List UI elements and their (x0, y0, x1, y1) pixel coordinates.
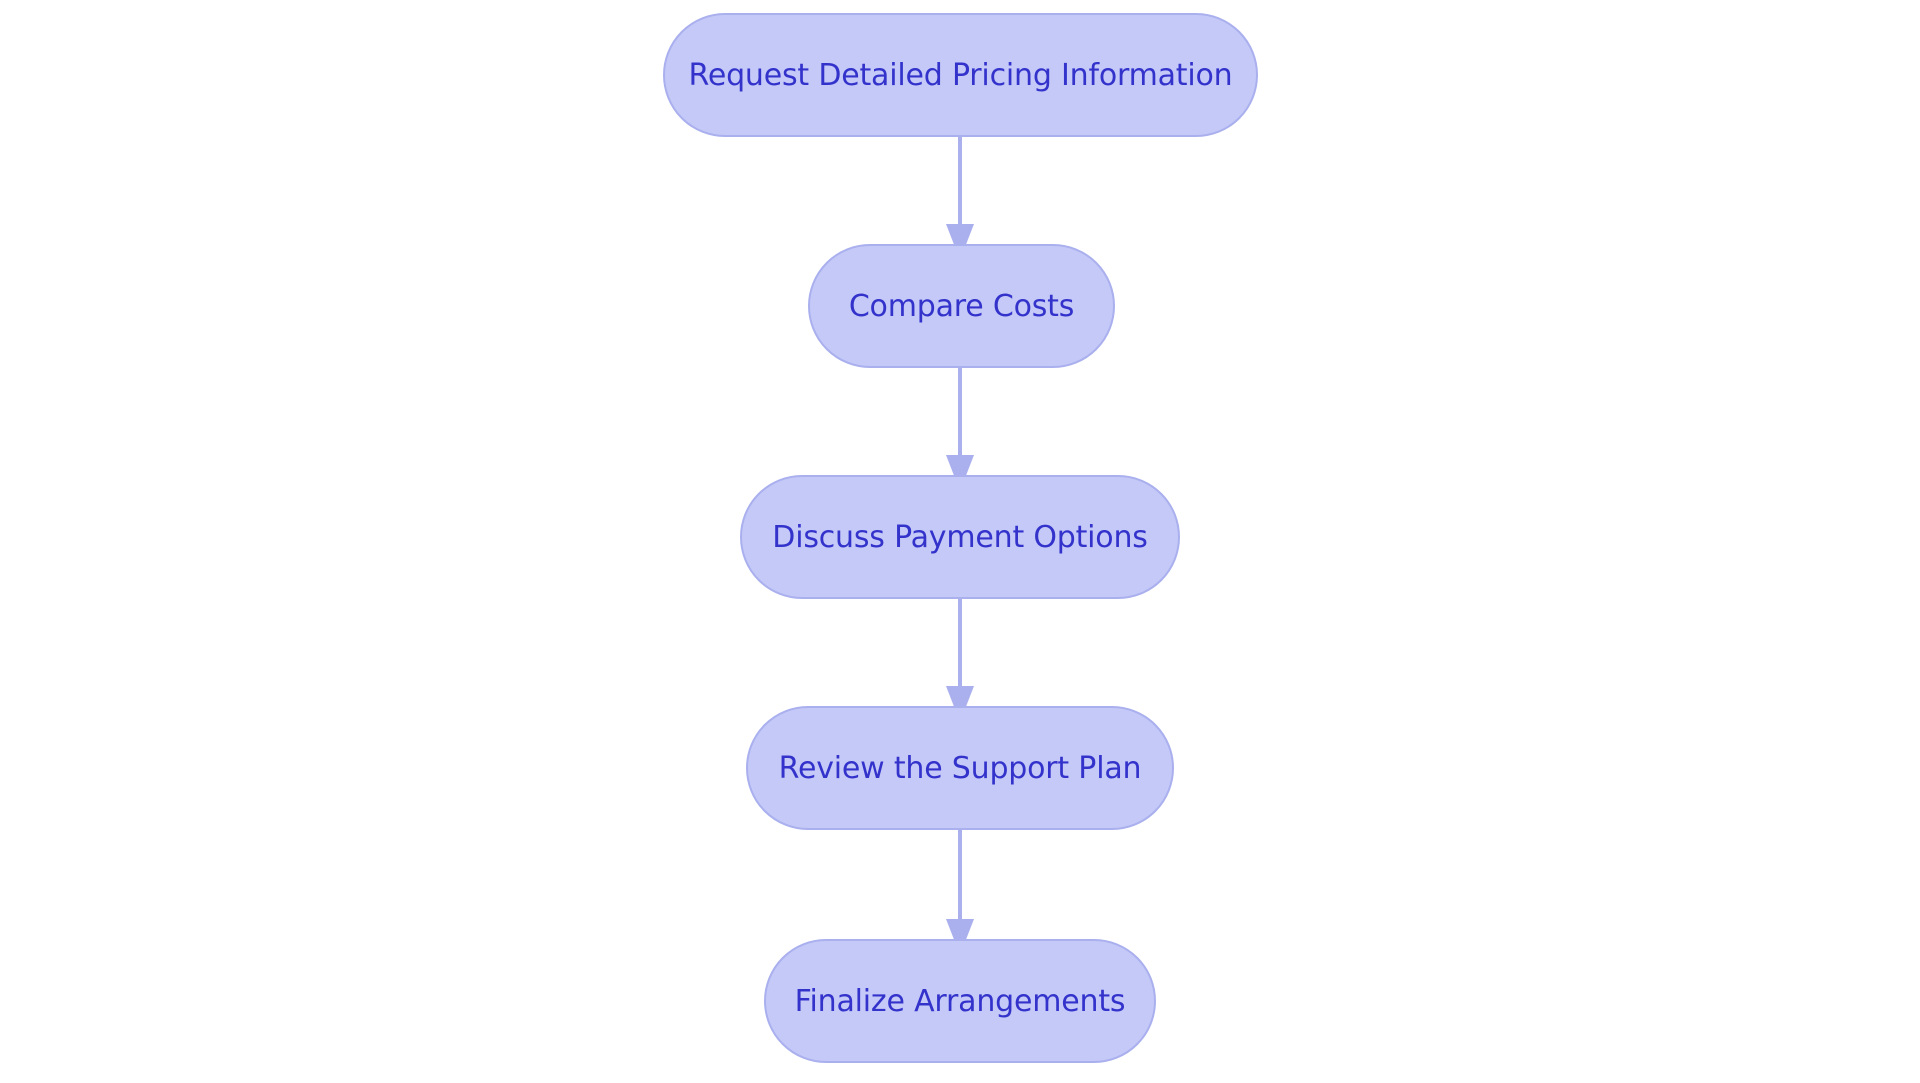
flow-node-label: Finalize Arrangements (794, 983, 1126, 1019)
flow-node-compare-costs[interactable]: Compare Costs (808, 244, 1115, 368)
flow-node-label: Request Detailed Pricing Information (688, 57, 1233, 93)
flow-node-label: Discuss Payment Options (772, 519, 1148, 555)
flow-node-request-detailed-pricing-information[interactable]: Request Detailed Pricing Information (663, 13, 1258, 137)
flow-node-label: Compare Costs (848, 288, 1075, 324)
flow-node-review-the-support-plan[interactable]: Review the Support Plan (746, 706, 1174, 830)
flow-node-finalize-arrangements[interactable]: Finalize Arrangements (764, 939, 1156, 1063)
flow-node-discuss-payment-options[interactable]: Discuss Payment Options (740, 475, 1180, 599)
flow-node-label: Review the Support Plan (778, 750, 1142, 786)
